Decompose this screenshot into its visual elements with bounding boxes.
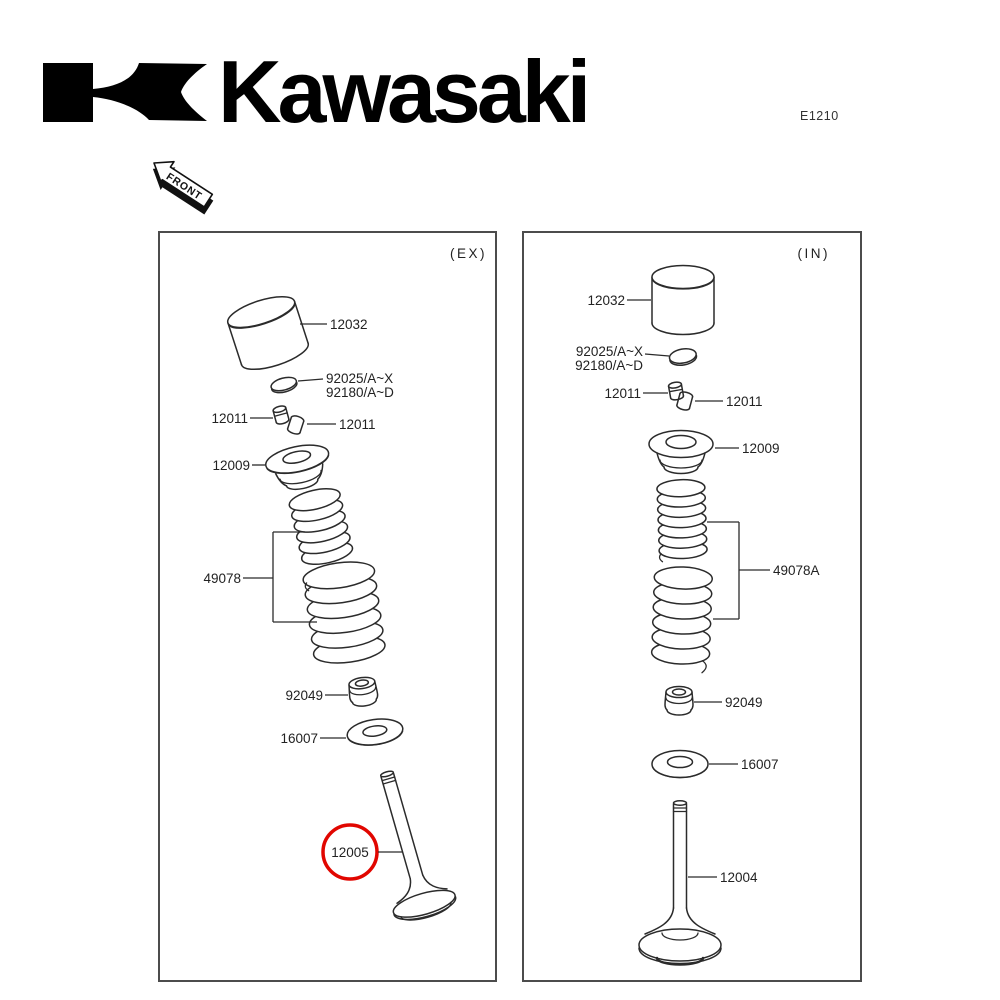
part-label-springs-in: 49078A xyxy=(773,563,820,578)
part-label-shim-b-ex: 92180/A~D xyxy=(326,385,394,400)
part-label-keeper-left-in: 12011 xyxy=(604,386,641,401)
bracket-line xyxy=(707,521,770,620)
valve-drawing-in xyxy=(638,800,722,966)
panel-exhaust-drawing: (EX) 12032 92025/A~X 92180/A~D xyxy=(203,246,487,921)
part-label-springs-ex: 49078 xyxy=(203,571,241,586)
part-label-retainer-ex: 12009 xyxy=(212,458,250,473)
part-label-valve-ex: 12005 xyxy=(331,845,369,860)
part-label-seal-in: 92049 xyxy=(725,695,763,710)
part-label-shim-b-in: 92180/A~D xyxy=(575,358,643,373)
part-label-retainer-in: 12009 xyxy=(742,441,780,456)
part-label-seal-ex: 92049 xyxy=(285,688,323,703)
part-label-valve-in: 12004 xyxy=(720,870,758,885)
shim-drawing-ex xyxy=(270,376,298,394)
bracket-line xyxy=(243,531,317,623)
keeper-right-drawing-ex xyxy=(286,415,305,435)
part-label-shim-a-in: 92025/A~X xyxy=(576,344,643,359)
panel-intake: (IN) 12032 92025/A~X 92180/A~D xyxy=(522,231,862,982)
washer-drawing-ex xyxy=(346,718,404,746)
doc-code: E1210 xyxy=(800,109,839,123)
retainer-drawing-ex xyxy=(265,444,330,491)
panel-exhaust: (EX) 12032 92025/A~X 92180/A~D xyxy=(158,231,497,982)
spring-inner-drawing-ex xyxy=(288,488,354,566)
front-arrow-body xyxy=(153,160,214,208)
part-label-keeper-left-ex: 12011 xyxy=(211,411,248,426)
panel-intake-drawing: (IN) 12032 92025/A~X 92180/A~D xyxy=(575,246,831,966)
front-arrow-icon: FRONT xyxy=(152,160,214,215)
kawasaki-logo: Kawasaki xyxy=(43,55,591,133)
keeper-left-drawing-ex xyxy=(272,405,290,425)
spring-inner-drawing-in xyxy=(656,478,708,563)
seal-drawing-in xyxy=(664,685,694,716)
kawasaki-river-mark-icon xyxy=(43,63,207,122)
highlight-circle-12005 xyxy=(321,823,379,881)
valve-drawing-ex xyxy=(379,770,457,921)
part-label-keeper-right-in: 12011 xyxy=(726,394,763,409)
tappet-drawing-in xyxy=(651,264,715,336)
brand-wordmark: Kawasaki xyxy=(218,55,587,133)
keeper-left-drawing-in xyxy=(667,381,685,401)
seal-drawing-ex xyxy=(348,676,379,707)
leader-line xyxy=(297,378,324,382)
part-label-tappet-ex: 12032 xyxy=(330,317,368,332)
spring-outer-drawing-in xyxy=(650,566,713,674)
spring-outer-drawing-ex xyxy=(302,561,386,664)
retainer-drawing-in xyxy=(648,429,714,475)
panel-exhaust-title: (EX) xyxy=(450,246,487,261)
part-label-shim-a-ex: 92025/A~X xyxy=(326,371,393,386)
shim-drawing-in xyxy=(668,347,698,366)
washer-drawing-in xyxy=(651,749,709,779)
tappet-drawing-ex xyxy=(226,295,310,371)
keeper-right-drawing-in xyxy=(676,391,694,411)
panel-intake-title: (IN) xyxy=(798,246,831,261)
leader-line xyxy=(644,353,670,357)
part-label-keeper-right-ex: 12011 xyxy=(339,417,376,432)
part-label-washer-ex: 16007 xyxy=(280,731,318,746)
part-label-washer-in: 16007 xyxy=(741,757,779,772)
part-label-tappet-in: 12032 xyxy=(587,293,625,308)
